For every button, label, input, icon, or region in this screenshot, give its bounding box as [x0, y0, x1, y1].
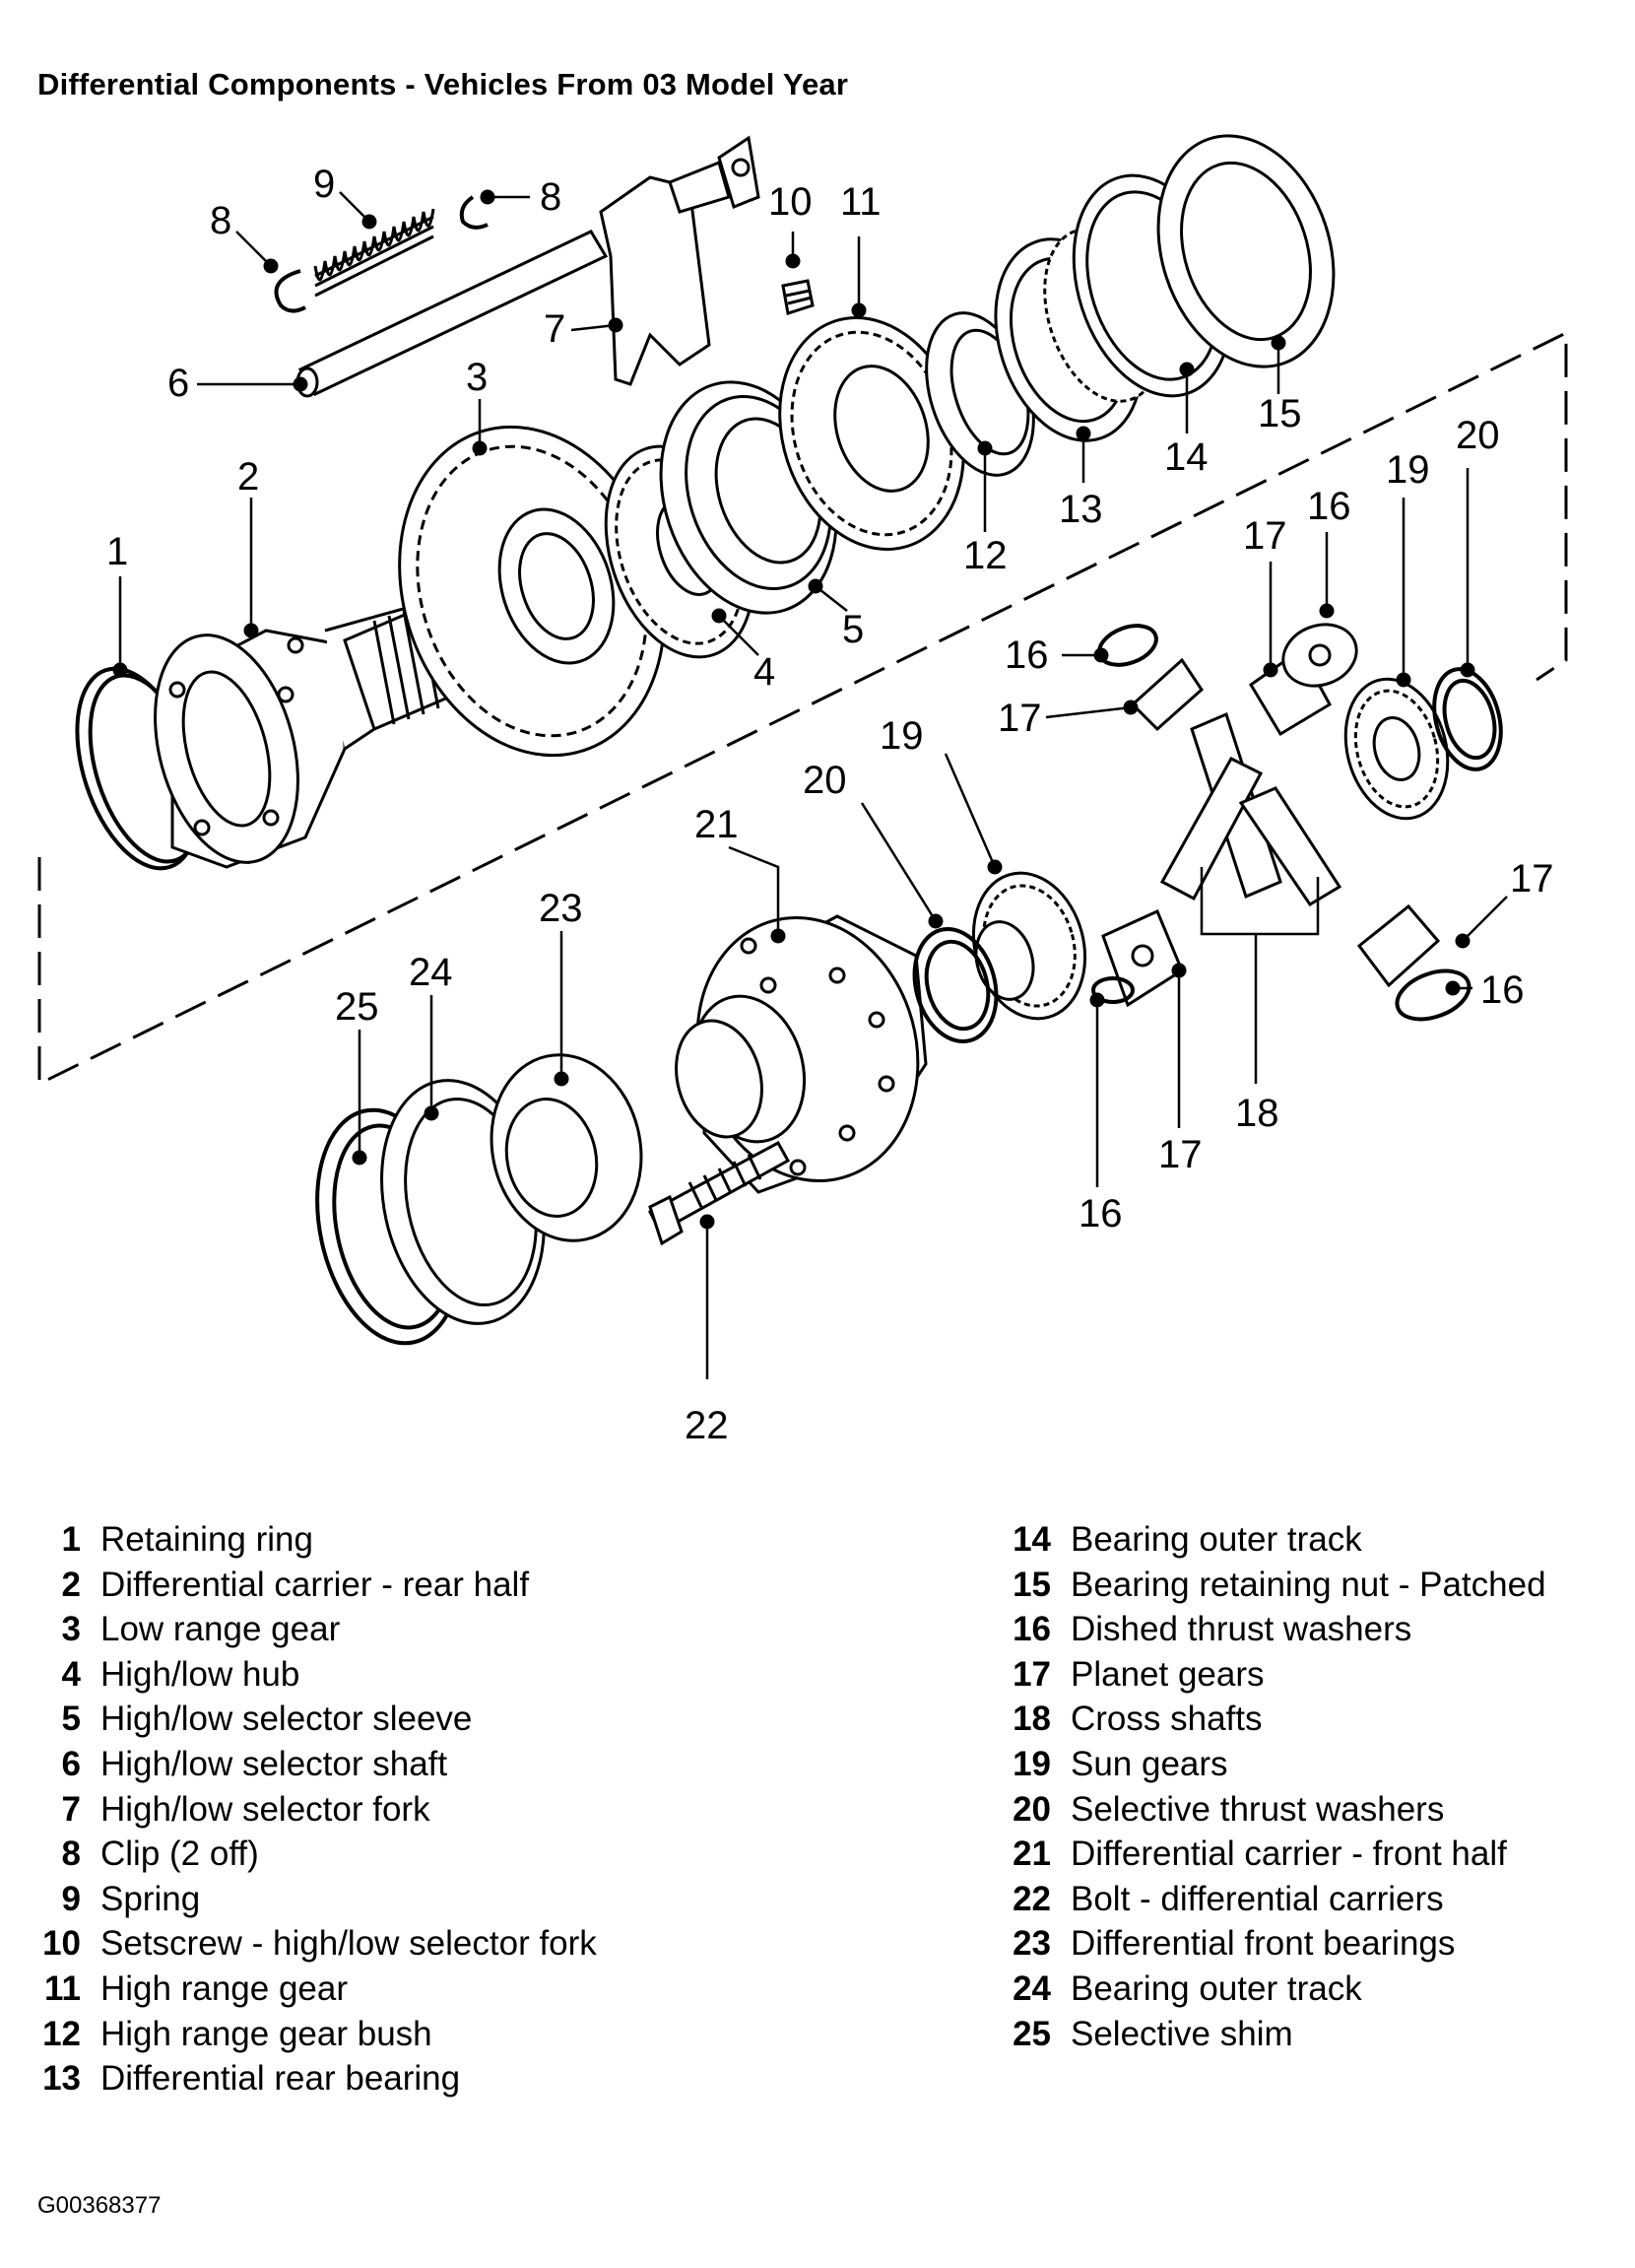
figure-id: G00368377 [37, 2192, 162, 2219]
selective-thrust-washer-rear [1432, 667, 1503, 771]
leader-20-front [860, 802, 944, 929]
clip-right [459, 195, 489, 230]
callout-8-right: 8 [540, 175, 561, 219]
callout-13: 13 [1059, 488, 1103, 531]
callout-8-left: 8 [210, 199, 231, 242]
leader-17-d [1455, 896, 1508, 949]
callout-12: 12 [963, 534, 1008, 577]
callout-17-b: 17 [1243, 514, 1287, 558]
callout-3: 3 [466, 356, 488, 399]
callout-19-front: 19 [880, 714, 924, 758]
diagram-title: Differential Components - Vehicles From … [37, 67, 849, 101]
callout-22: 22 [685, 1404, 729, 1447]
callout-16-b: 16 [1307, 485, 1351, 528]
low-range-gear [398, 425, 666, 758]
callout-21: 21 [694, 803, 739, 846]
clip-left [274, 269, 306, 313]
callout-labels: 1 2 3 4 5 6 7 8 8 9 10 11 12 13 14 15 16… [106, 163, 1554, 1447]
leader-4 [711, 608, 759, 656]
callout-10: 10 [768, 180, 813, 224]
cross-shafts [1159, 711, 1342, 907]
leader-17-a [1045, 700, 1139, 719]
callout-19-rear: 19 [1386, 448, 1430, 492]
leader-18 [1200, 867, 1320, 1084]
leader-lines [112, 189, 1508, 1379]
callout-2: 2 [237, 455, 259, 499]
leader-7 [570, 317, 623, 333]
bolt [648, 1140, 791, 1246]
dished-thrust-washer-lower [1091, 976, 1135, 1004]
callout-16-a: 16 [1005, 634, 1049, 677]
bearing-retaining-nut [1156, 134, 1336, 368]
selective-thrust-washer-front [912, 927, 999, 1043]
assembly-boundary-dashed [37, 330, 1568, 1087]
callout-18: 18 [1235, 1092, 1279, 1135]
callout-16-c: 16 [1079, 1192, 1123, 1235]
exploded-view-diagram: 1 2 3 4 5 6 7 8 8 9 10 11 12 13 14 15 16… [37, 134, 1568, 1447]
callout-5: 5 [842, 608, 864, 651]
setscrew [781, 279, 815, 315]
callout-7: 7 [544, 307, 565, 351]
dished-thrust-washer-top [1097, 624, 1158, 667]
differential-front-bearing [490, 1053, 643, 1242]
callout-17-d: 17 [1510, 857, 1554, 901]
leader-19-front [944, 753, 1003, 875]
spring [313, 208, 435, 298]
callout-9: 9 [313, 163, 335, 206]
leader-8-left [235, 231, 279, 274]
callout-17-a: 17 [998, 697, 1042, 740]
callout-25: 25 [335, 985, 379, 1029]
callout-17-c: 17 [1158, 1133, 1203, 1176]
callout-6: 6 [167, 362, 189, 405]
planet-gear-right [1356, 903, 1441, 988]
high-range-gear [778, 316, 965, 551]
sun-gear-rear [1343, 677, 1450, 821]
high-low-selector-fork [599, 135, 760, 386]
callout-23: 23 [539, 887, 583, 930]
leader-9 [339, 191, 377, 230]
callout-20-front: 20 [803, 759, 847, 802]
callout-15: 15 [1258, 392, 1302, 435]
callout-11: 11 [840, 180, 882, 224]
planet-gear-top [1130, 657, 1204, 732]
planet-gear-front [1101, 908, 1184, 1008]
callout-14: 14 [1164, 435, 1209, 479]
differential-carrier-front-half [675, 914, 928, 1194]
dished-thrust-washer-right [1395, 968, 1472, 1022]
callout-24: 24 [409, 951, 453, 994]
callout-4: 4 [753, 650, 775, 694]
callout-16-d: 16 [1480, 968, 1525, 1012]
callout-20-rear: 20 [1456, 414, 1500, 457]
leader-5 [808, 578, 848, 612]
callout-1: 1 [106, 530, 128, 573]
leader-21 [728, 845, 786, 944]
